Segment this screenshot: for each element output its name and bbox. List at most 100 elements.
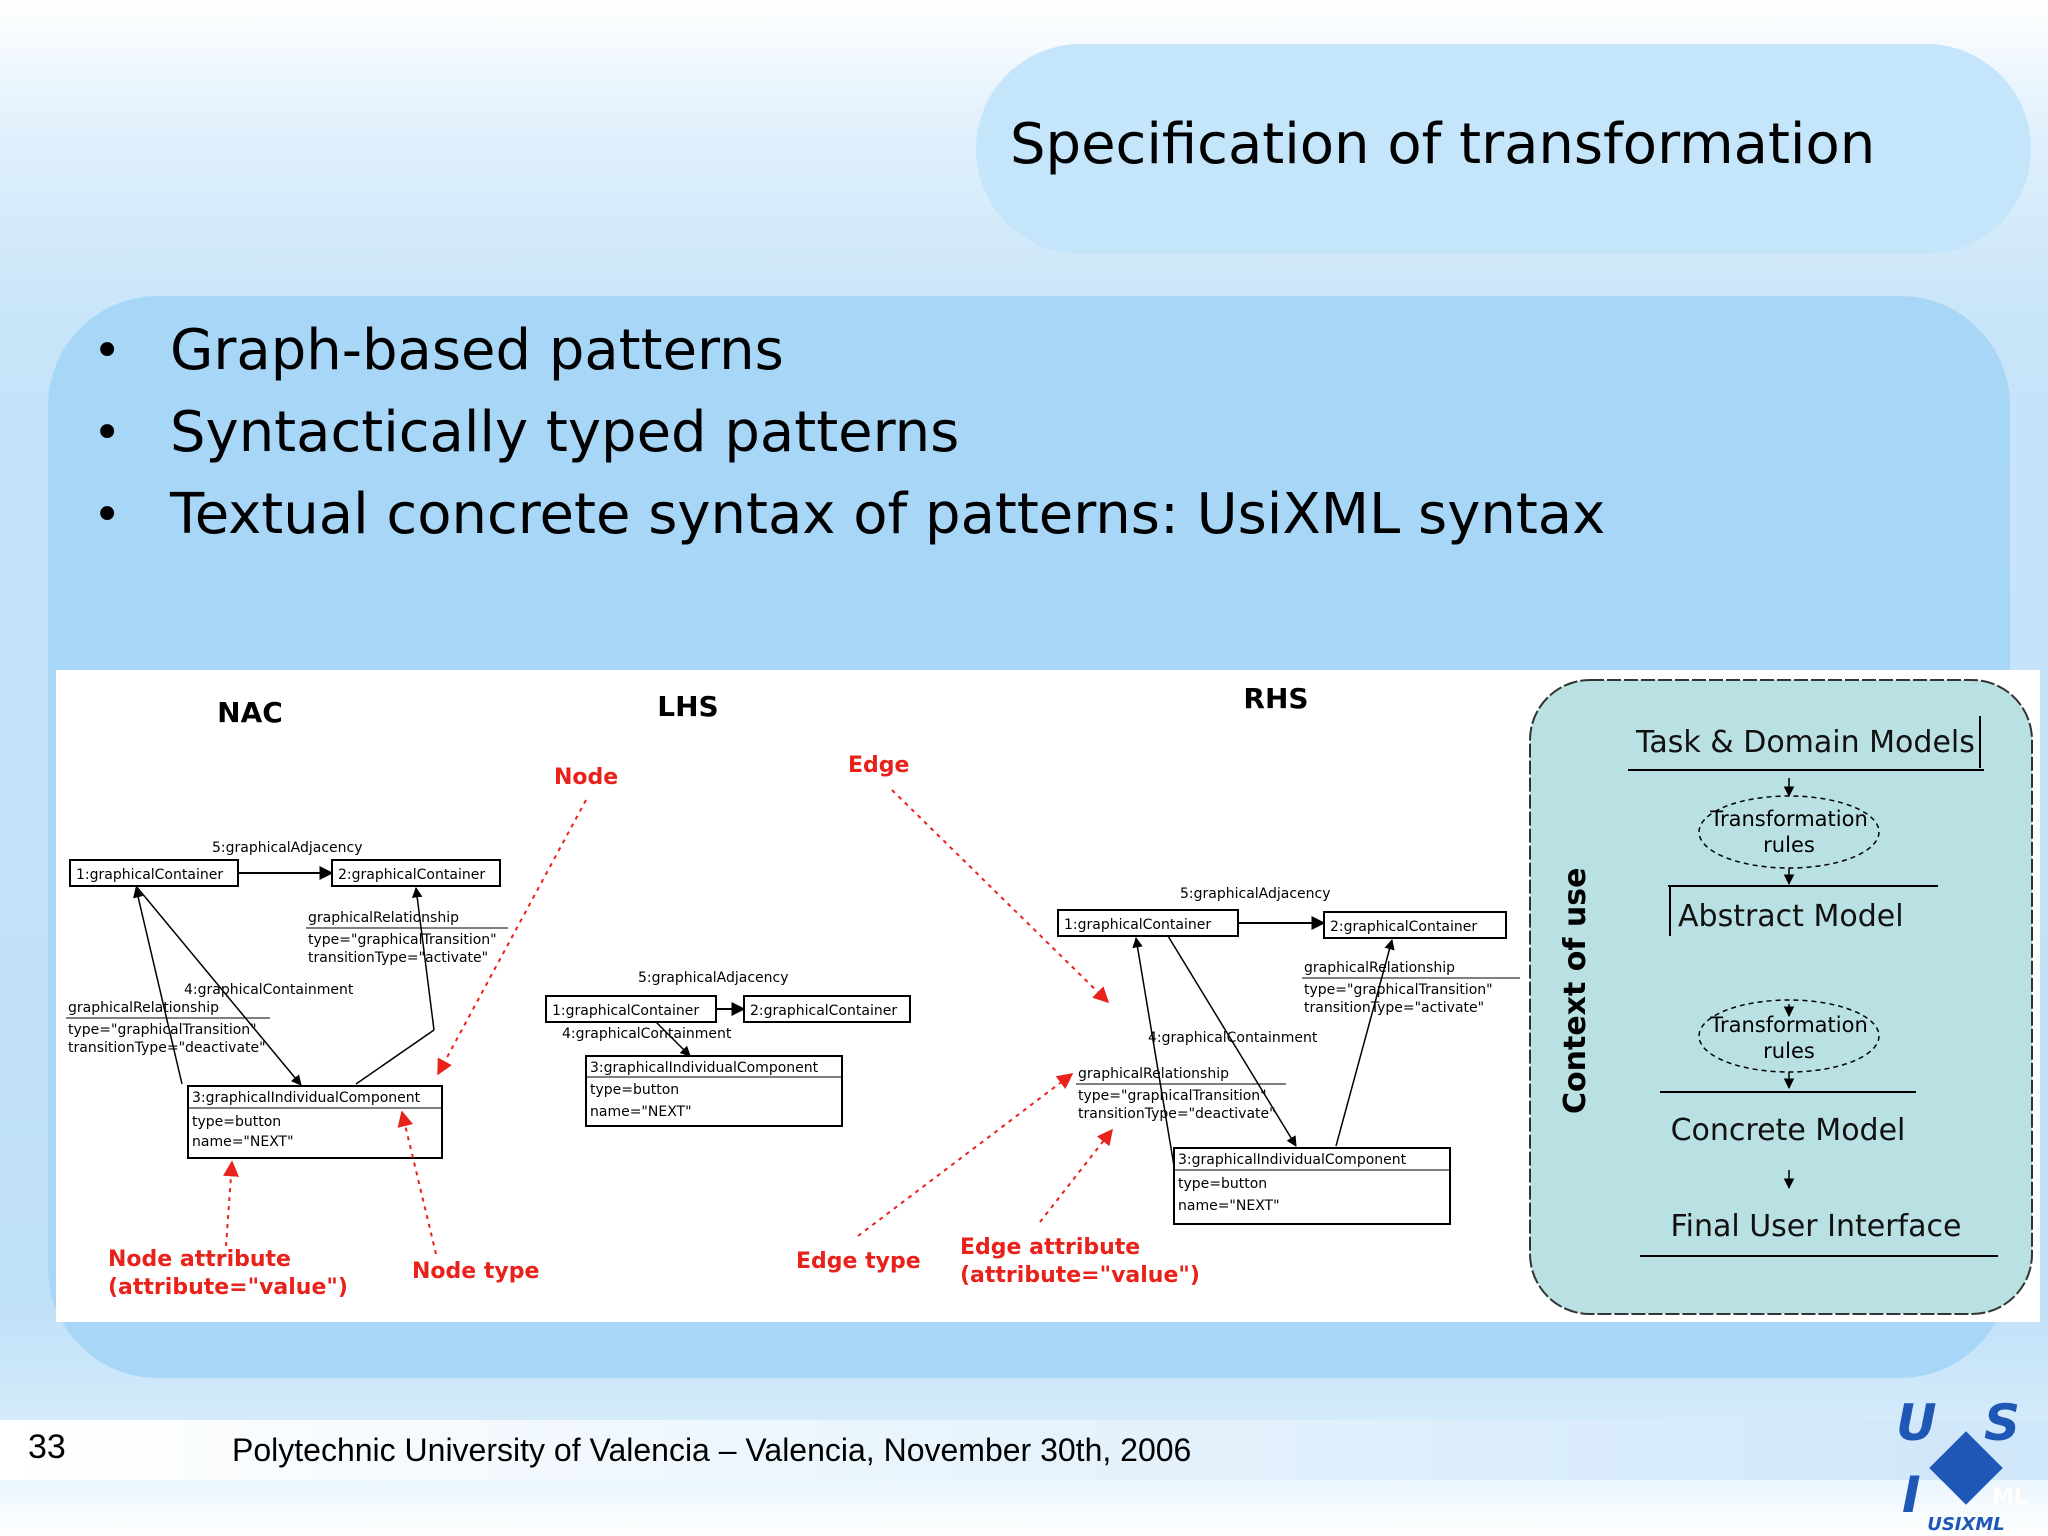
edge-annotation: Edge (848, 753, 909, 778)
nac-rel-left-line2: type="graphicalTransition" (68, 1022, 257, 1038)
rhs-header: RHS (1243, 682, 1308, 715)
rhs-component-line2: type=button (1178, 1176, 1267, 1192)
logo-letter-u: U (1896, 1394, 1937, 1452)
node-attribute-annotation: Node attribute (108, 1247, 291, 1272)
abstract-model: Abstract Model (1678, 899, 1904, 934)
bullet-icon: • (93, 323, 122, 379)
nac-rel-right-line2: type="graphicalTransition" (308, 932, 497, 948)
rhs-container1-node (1057, 909, 1239, 937)
lhs-container2-node (743, 995, 911, 1023)
edge-annotation-arrow (891, 789, 1110, 1004)
lhs-pattern: 5:graphicalAdjacency 1:graphicalContaine… (545, 970, 911, 1127)
node-type-arrow (397, 1110, 437, 1255)
lhs-containment-edge (655, 1021, 691, 1057)
nac-pattern: 5:graphicalAdjacency 1:graphicalContaine… (66, 840, 508, 1159)
transformation-rules-1-line1: Transformation (1709, 807, 1868, 831)
bullet-item: •Syntactically typed patterns (88, 392, 1605, 474)
footer-text: Polytechnic University of Valencia – Val… (232, 1432, 1192, 1468)
usixml-logo: U S I ML USIXML (1896, 1394, 2028, 1532)
rhs-containment-edge (1167, 935, 1297, 1147)
lhs-component-node (585, 1055, 843, 1127)
rhs-deactivate-edge (1132, 936, 1175, 1167)
node-annotation: Node (554, 765, 618, 790)
task-domain-models: Task & Domain Models (1635, 725, 1975, 760)
transformation-diagram: NAC LHS RHS 5:graphicalAdjacency 1:graph… (66, 679, 2033, 1315)
nac-rel-left-line3: transitionType="deactivate" (68, 1040, 266, 1056)
rhs-container1-label: 1:graphicalContainer (1064, 917, 1211, 933)
lhs-container1-node (545, 995, 717, 1023)
bullet-item: •Graph-based patterns (88, 310, 1605, 392)
lhs-containment-label: 4:graphicalContainment (562, 1026, 732, 1042)
nac-component-line1: 3:graphicalIndividualComponent (192, 1090, 421, 1106)
bullet-icon: • (93, 405, 122, 461)
nac-activate-edge-b (411, 886, 435, 1031)
transformation-rules-2-line1: Transformation (1709, 1013, 1868, 1037)
lhs-component-line1: 3:graphicalIndividualComponent (590, 1060, 819, 1076)
rhs-rel-right-line1: graphicalRelationship (1304, 960, 1455, 976)
logo-letter-i: I (1902, 1466, 1921, 1524)
node-annotation-arrow (437, 799, 587, 1076)
concrete-model: Concrete Model (1671, 1113, 1906, 1148)
footer-strip (0, 1420, 2048, 1480)
bullet-icon: • (93, 487, 122, 543)
lhs-component-line2: type=button (590, 1082, 679, 1098)
rhs-rel-right-line2: type="graphicalTransition" (1304, 982, 1493, 998)
rhs-rel-left-line1: graphicalRelationship (1078, 1066, 1229, 1082)
node-attribute-arrow (222, 1160, 239, 1247)
edge-type-arrow (857, 1073, 1074, 1237)
title-panel (976, 44, 2031, 254)
nac-containment-label: 4:graphicalContainment (184, 982, 354, 998)
nac-container1-label: 1:graphicalContainer (76, 867, 223, 883)
rhs-component-line1: 3:graphicalIndividualComponent (1178, 1152, 1407, 1168)
nac-header: NAC (217, 696, 283, 729)
nac-container2-label: 2:graphicalContainer (338, 867, 485, 883)
bullet-list: •Graph-based patterns •Syntactically typ… (88, 310, 1605, 556)
lhs-header: LHS (657, 690, 718, 723)
logo-letters-ml: ML (1992, 1485, 2028, 1510)
rhs-activate-edge (1335, 938, 1395, 1147)
edge-attribute-annotation-sub: (attribute="value") (960, 1263, 1200, 1288)
node-type-annotation: Node type (412, 1259, 539, 1284)
context-panel-frame (1529, 679, 2033, 1315)
lhs-adjacency-label: 5:graphicalAdjacency (638, 970, 789, 986)
bullet-item: •Textual concrete syntax of patterns: Us… (88, 474, 1605, 556)
nac-activate-edge-a (355, 1029, 435, 1085)
page-number: 33 (28, 1428, 66, 1466)
rhs-containment-label: 4:graphicalContainment (1148, 1030, 1318, 1046)
rhs-container2-label: 2:graphicalContainer (1330, 919, 1477, 935)
logo-x-shape (1929, 1431, 2003, 1505)
rhs-component-node (1173, 1147, 1451, 1225)
rhs-container2-node (1323, 911, 1507, 939)
nac-container1-node (69, 859, 239, 887)
nac-rel-right-line1: graphicalRelationship (308, 910, 459, 926)
nac-containment-edge (135, 885, 302, 1086)
annotations: Node Edge Node attribute (attribute="val… (108, 753, 1200, 1300)
final-user-interface: Final User Interface (1671, 1209, 1962, 1244)
logo-caption: USIXML (1927, 1514, 2005, 1532)
nac-component-line3: name="NEXT" (192, 1134, 294, 1150)
rhs-adjacency-label: 5:graphicalAdjacency (1180, 886, 1331, 902)
rhs-rel-left-line3: transitionType="deactivate" (1078, 1106, 1276, 1122)
rhs-pattern: 5:graphicalAdjacency 1:graphicalContaine… (1057, 886, 1520, 1225)
transformation-rules-2-line2: rules (1763, 1039, 1815, 1063)
logo-letter-s: S (1984, 1394, 2020, 1452)
context-of-use-label: Context of use (1558, 868, 1593, 1114)
node-attribute-annotation-sub: (attribute="value") (108, 1275, 348, 1300)
edge-attribute-arrow (1039, 1128, 1113, 1223)
nac-component-line2: type=button (192, 1114, 281, 1130)
nac-rel-left-line1: graphicalRelationship (68, 1000, 219, 1016)
nac-container2-node (331, 859, 501, 887)
lhs-component-line3: name="NEXT" (590, 1104, 692, 1120)
context-of-use-panel: Context of use Task & Domain Models Tran… (1529, 679, 2033, 1315)
rhs-component-line3: name="NEXT" (1178, 1198, 1280, 1214)
rhs-rel-right-line3: transitionType="activate" (1304, 1000, 1484, 1016)
lhs-container1-label: 1:graphicalContainer (552, 1003, 699, 1019)
transformation-figure: NAC LHS RHS 5:graphicalAdjacency 1:graph… (56, 670, 2040, 1322)
edge-type-annotation: Edge type (796, 1249, 921, 1274)
slide-title: Specification of transformation (1010, 112, 1876, 177)
nac-adjacency-label: 5:graphicalAdjacency (212, 840, 363, 856)
rhs-rel-left-line2: type="graphicalTransition" (1078, 1088, 1267, 1104)
nac-deactivate-edge (133, 886, 183, 1085)
transformation-rules-1-line2: rules (1763, 833, 1815, 857)
lhs-container2-label: 2:graphicalContainer (750, 1003, 897, 1019)
